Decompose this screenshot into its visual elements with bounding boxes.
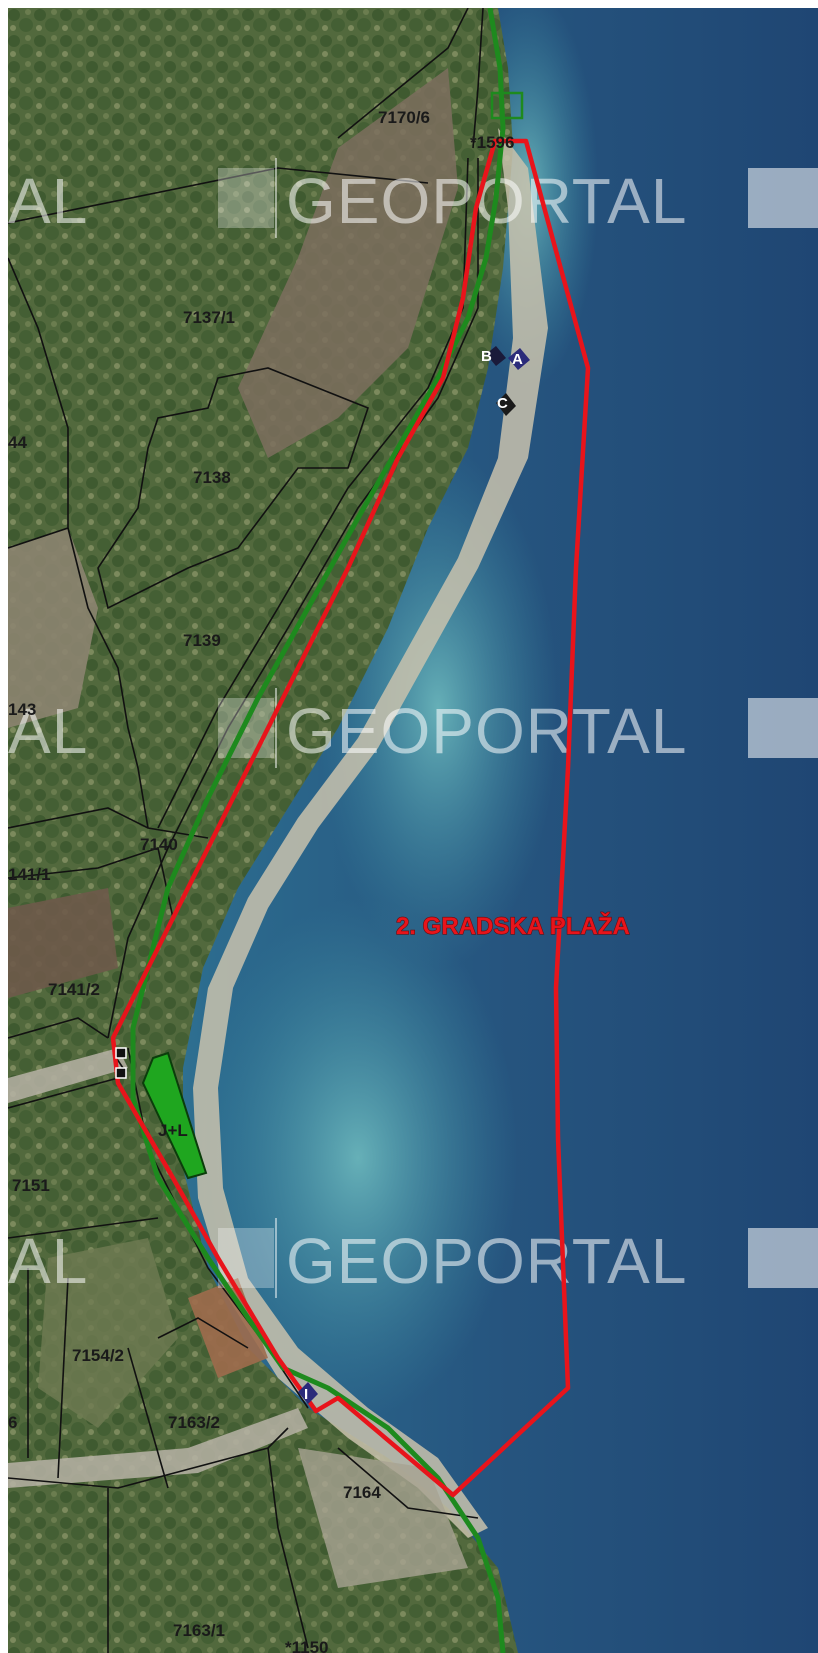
- parcel-label: 7139: [183, 631, 221, 650]
- parcel-label: *1150: [285, 1638, 329, 1653]
- road: [8, 1048, 128, 1103]
- building: [115, 1047, 127, 1059]
- parcel-label: 44: [8, 433, 27, 452]
- parcel-line: [8, 257, 69, 549]
- watermark-partial: AL: [8, 1225, 88, 1297]
- jl-zone[interactable]: [141, 1051, 208, 1180]
- coast-line: [130, 8, 506, 1653]
- zone-boundary[interactable]: [110, 138, 591, 1498]
- parcel-boundaries: [8, 8, 484, 1653]
- parcel-label: 7170/6: [378, 108, 430, 127]
- parcel-label: J+L: [158, 1121, 188, 1140]
- parcel-line: [337, 1447, 479, 1519]
- parcel-line: [107, 158, 479, 1039]
- watermark-partial: AL: [8, 165, 88, 237]
- parcel-line: [472, 8, 484, 149]
- parcel-label: 6: [8, 1413, 17, 1432]
- parcel-line: [8, 846, 174, 919]
- parcel-line: [8, 807, 209, 839]
- parcel-line: [8, 1017, 109, 1039]
- map-view[interactable]: GEOPORTAL AL GEOPORTAL AL GEOPORTAL AL B: [8, 8, 818, 1653]
- watermark: GEOPORTAL AL: [8, 1218, 818, 1298]
- watermark-text: GEOPORTAL: [286, 1225, 687, 1297]
- map-canvas[interactable]: GEOPORTAL AL GEOPORTAL AL GEOPORTAL AL B: [8, 8, 818, 1653]
- watermark-partial: AL: [8, 695, 88, 767]
- building-area: [238, 68, 458, 458]
- parcel-label: 7163/1: [173, 1621, 225, 1640]
- building-area: [188, 1278, 268, 1378]
- marker-label: C: [497, 395, 508, 412]
- parcel-line: [157, 1317, 249, 1349]
- parcel-line: [57, 1277, 69, 1479]
- building-area: [8, 888, 118, 998]
- parcel-line: [67, 527, 149, 829]
- marker-c[interactable]: C: [496, 393, 516, 416]
- marker-label: I: [304, 1386, 308, 1403]
- parcel-label: 7164: [343, 1483, 381, 1502]
- road: [8, 1408, 308, 1488]
- marker-b[interactable]: B: [481, 346, 506, 366]
- building: [490, 91, 524, 120]
- parcel-label: 7140: [140, 835, 178, 854]
- building-area: [38, 1238, 178, 1428]
- building-area: [8, 528, 98, 728]
- marker-i[interactable]: I: [298, 1382, 318, 1404]
- beach: [193, 128, 548, 1538]
- watermark: GEOPORTAL AL: [8, 688, 818, 768]
- parcel-label: 143: [8, 700, 36, 719]
- building-area: [298, 1448, 468, 1588]
- parcel-label: 141/1: [8, 865, 51, 884]
- parcel-label: 7151: [12, 1176, 50, 1195]
- zone-label: 2. GRADSKA PLAŽA: [396, 912, 630, 940]
- parcel-label: 7138: [193, 468, 231, 487]
- parcel-line: [97, 367, 369, 610]
- parcel-line: [8, 167, 429, 224]
- parcel-label: 7163/2: [168, 1413, 220, 1432]
- marker-a[interactable]: A: [508, 348, 530, 370]
- shallow-water: [198, 898, 518, 1418]
- parcel-labels: 7170/6 *1596 7137/1 44 7138 7139 143 714…: [8, 108, 514, 1653]
- building: [115, 1067, 127, 1079]
- parcel-label: 7154/2: [72, 1346, 124, 1365]
- marker-label: A: [512, 351, 523, 368]
- parcel-label: 7137/1: [183, 308, 235, 327]
- parcel-line: [8, 1077, 119, 1109]
- parcel-label: *1596: [470, 133, 514, 152]
- parcel-line: [127, 1347, 169, 1489]
- parcel-line: [337, 8, 469, 139]
- parcel-line: [8, 1217, 159, 1239]
- parcel-label: 7141/2: [48, 980, 100, 999]
- watermark-text: GEOPORTAL: [286, 695, 687, 767]
- marker-label: B: [481, 348, 492, 365]
- parcel-line: [8, 1427, 289, 1489]
- parcel-line: [267, 1447, 309, 1649]
